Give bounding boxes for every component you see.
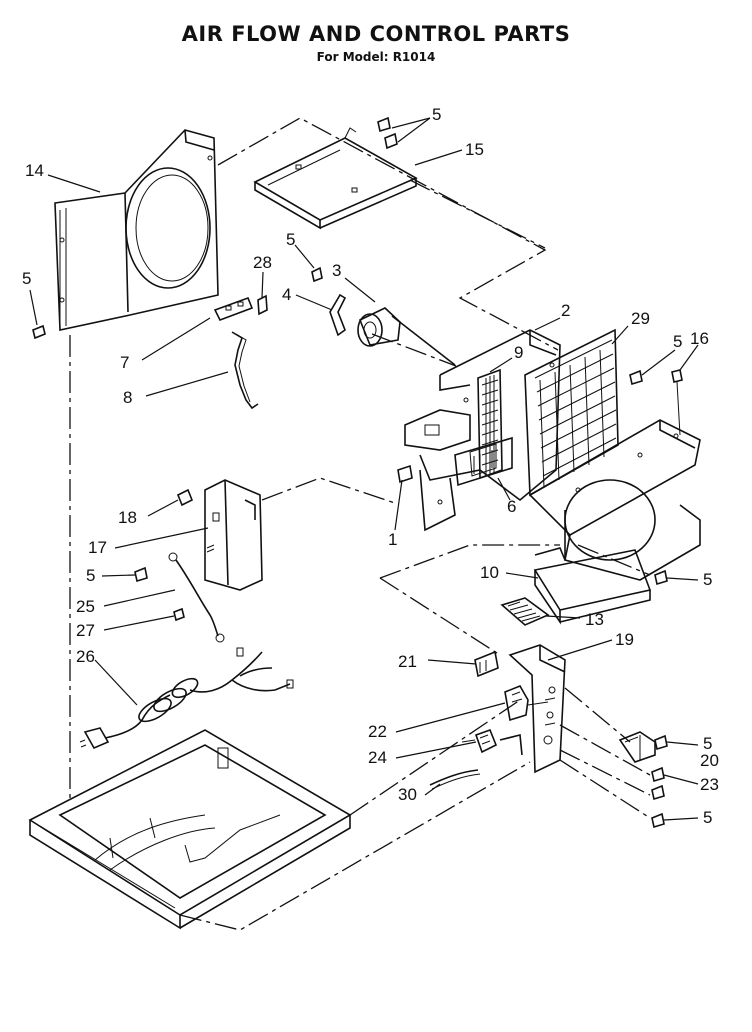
part-2-partition	[404, 329, 561, 532]
callout-5: 5	[703, 808, 712, 827]
callout-21: 21	[398, 652, 417, 671]
part-26-cord	[79, 647, 294, 750]
callout-23: 23	[700, 775, 719, 794]
callout-24: 24	[368, 748, 387, 767]
part-17-bracket	[176, 479, 263, 591]
callout-18: 18	[118, 508, 137, 527]
model-subtitle: For Model: R1014	[316, 50, 436, 64]
callout-5: 5	[703, 734, 712, 753]
callout-5: 5	[432, 105, 441, 124]
part-25-wire	[168, 552, 225, 643]
callout-5: 5	[673, 332, 682, 351]
callout-4: 4	[282, 285, 291, 304]
part-6-grille	[454, 436, 513, 487]
callout-5: 5	[703, 570, 712, 589]
part-24-switch	[461, 728, 498, 754]
callout-26: 26	[76, 647, 95, 666]
callout-22: 22	[368, 722, 387, 741]
part-21-relay	[474, 650, 499, 678]
callout-8: 8	[123, 388, 132, 407]
callout-3: 3	[332, 261, 341, 280]
callout-labels: 14 5 5 15 5 28 3 4 2 29 5 16 7 9 8 18 6 …	[22, 105, 719, 827]
part-13-pad	[500, 597, 550, 626]
part-3-motor	[357, 307, 456, 366]
screws	[32, 116, 683, 829]
callout-20: 20	[700, 751, 719, 770]
callout-29: 29	[631, 309, 650, 328]
callout-30: 30	[398, 785, 417, 804]
callout-9: 9	[514, 343, 523, 362]
callout-pointers	[29, 117, 699, 821]
callout-5: 5	[286, 230, 295, 249]
part-9-screen	[477, 368, 503, 480]
part-7-bracket	[213, 294, 268, 322]
fan-scroll-housing	[528, 419, 701, 581]
base-pan	[28, 729, 352, 930]
part-15-top-plate	[253, 127, 418, 230]
part-22-switch	[504, 684, 549, 722]
callout-6: 6	[507, 497, 516, 516]
callout-7: 7	[120, 353, 129, 372]
part-19-control-panel	[499, 644, 566, 774]
assembly-lines	[69, 117, 651, 931]
callout-14: 14	[25, 161, 44, 180]
callout-17: 17	[88, 538, 107, 557]
callout-28: 28	[253, 253, 272, 272]
part-10-trough	[533, 547, 652, 625]
callout-2: 2	[561, 301, 570, 320]
callout-16: 16	[690, 329, 709, 348]
callout-13: 13	[585, 610, 604, 629]
part-8-bulb	[231, 331, 259, 410]
callout-5: 5	[86, 566, 95, 585]
callout-1: 1	[388, 530, 397, 549]
callout-19: 19	[615, 630, 634, 649]
callout-10: 10	[480, 563, 499, 582]
callout-25: 25	[76, 597, 95, 616]
callout-27: 27	[76, 621, 95, 640]
callout-5: 5	[22, 269, 31, 288]
part-14-shroud	[54, 129, 219, 331]
page-title: AIR FLOW AND CONTROL PARTS	[181, 22, 571, 46]
part-20-knob	[618, 731, 656, 763]
part-4-clip	[329, 293, 347, 337]
callout-15: 15	[465, 140, 484, 159]
